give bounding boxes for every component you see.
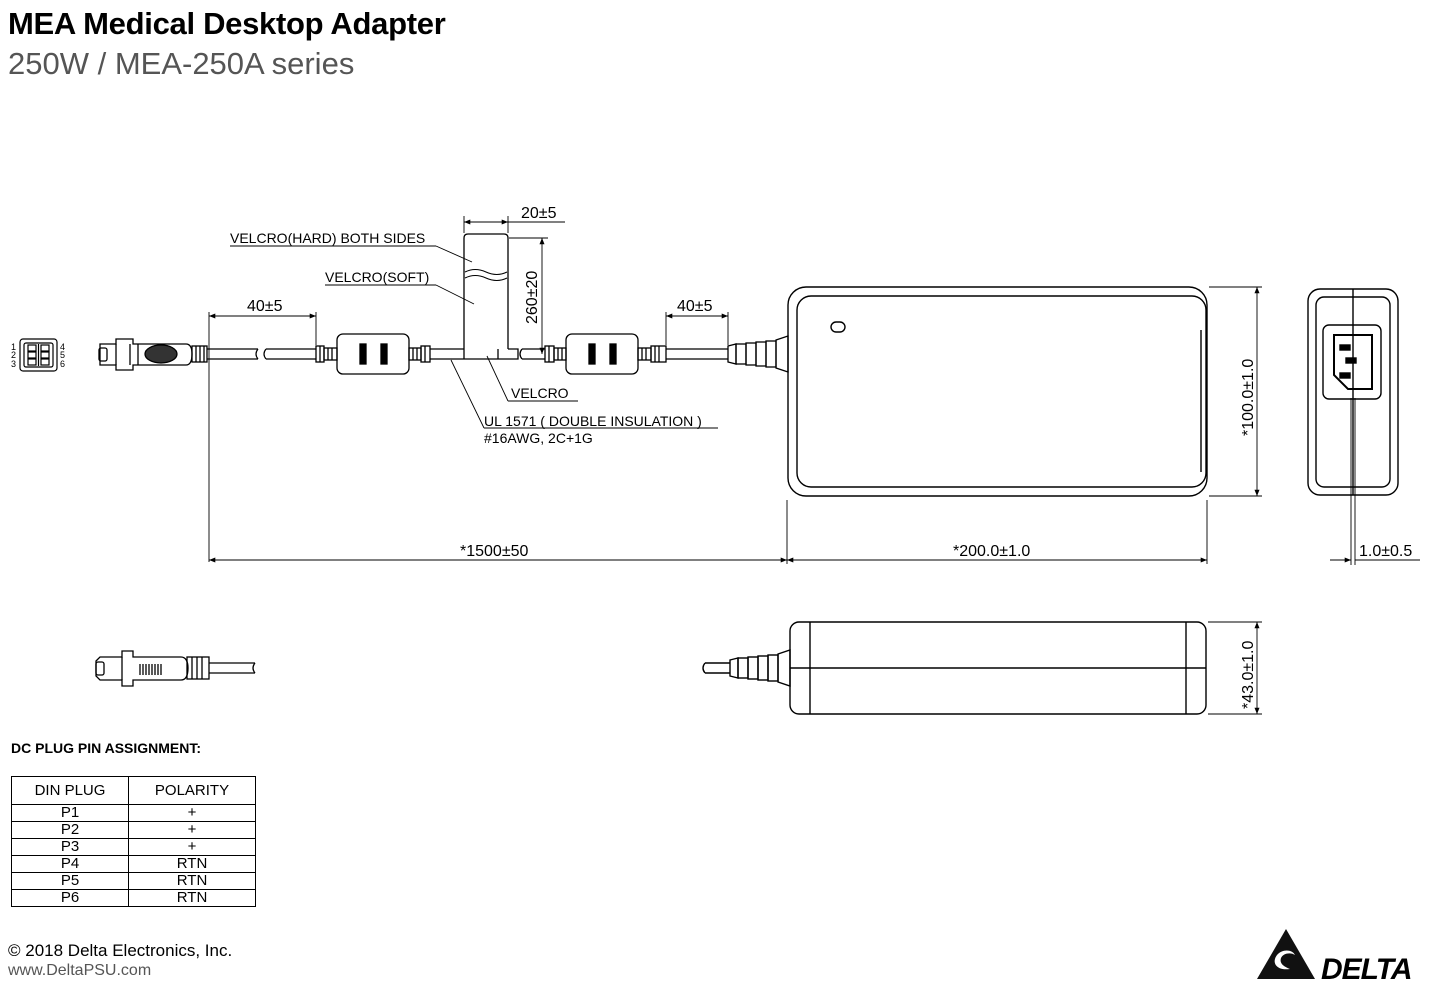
page-subtitle: 250W / MEA-250A series — [8, 46, 355, 81]
table-row: P3+ — [11, 838, 256, 856]
connector-face — [19, 338, 58, 372]
velcro-soft-label: VELCRO(SOFT) — [325, 269, 429, 285]
polarity-cell: RTN — [128, 889, 256, 907]
delta-logo: DELTA — [1257, 929, 1413, 982]
pin-number-1: 1 — [11, 342, 16, 352]
ferrite-core-left — [315, 333, 464, 375]
website-link[interactable]: www.DeltaPSU.com — [8, 962, 152, 979]
dc-plug-side — [95, 650, 256, 687]
pin-cell: P2 — [11, 821, 129, 839]
ferrite-right-dimension: 40±5 — [677, 298, 713, 315]
polarity-cell: RTN — [128, 872, 256, 890]
table-row: P2+ — [11, 821, 256, 839]
pin-number-4: 4 — [60, 342, 65, 352]
strap-length-dimension: 260±20 — [524, 271, 541, 324]
body-height-dimension: *43.0±1.0 — [1240, 641, 1257, 709]
pin-cell: P1 — [11, 804, 129, 822]
strain-relief-top — [727, 335, 789, 373]
ferrite-core-right — [544, 333, 728, 375]
velcro-hard-label: VELCRO(HARD) BOTH SIDES — [230, 230, 425, 246]
pin-cell: P3 — [11, 838, 129, 856]
velcro-strap — [463, 233, 545, 360]
pin-number-5: 5 — [60, 350, 65, 360]
column-header-din-plug: DIN PLUG — [11, 776, 129, 805]
cable-spec-label: UL 1571 ( DOUBLE INSULATION ) — [484, 413, 702, 429]
dimension-lines — [208, 216, 1420, 715]
polarity-cell: + — [128, 821, 256, 839]
polarity-cell: + — [128, 838, 256, 856]
polarity-cell: + — [128, 804, 256, 822]
pin-cell: P6 — [11, 889, 129, 907]
pin-cell: P4 — [11, 855, 129, 873]
polarity-cell: RTN — [128, 855, 256, 873]
dc-cable-top — [207, 348, 316, 360]
dc-plug-top — [98, 338, 208, 371]
body-length-dimension: *200.0±1.0 — [953, 543, 1030, 560]
ferrite-left-dimension: 40±5 — [247, 298, 283, 315]
adapter-body-top — [787, 286, 1208, 497]
cable-length-dimension: *1500±50 — [460, 543, 529, 560]
adapter-body-side — [702, 621, 1207, 715]
pin-number-6: 6 — [60, 359, 65, 369]
velcro-label: VELCRO — [511, 385, 569, 401]
delta-wordmark: DELTA — [1321, 953, 1412, 982]
body-width-dimension: *100.0±1.0 — [1240, 359, 1257, 436]
column-header-polarity: POLARITY — [128, 776, 256, 805]
table-row: P1+ — [11, 804, 256, 822]
pin-number-3: 3 — [11, 359, 16, 369]
adapter-end-view — [1307, 288, 1399, 496]
table-header-row: DIN PLUG POLARITY — [11, 776, 256, 805]
cable-gauge-label: #16AWG, 2C+1G — [484, 430, 593, 446]
strap-width-dimension: 20±5 — [521, 205, 557, 222]
delta-triangle-icon — [1257, 929, 1315, 979]
gap-dimension: 1.0±0.5 — [1359, 543, 1412, 560]
page-title: MEA Medical Desktop Adapter — [8, 6, 446, 41]
pin-number-2: 2 — [11, 350, 16, 360]
pin-cell: P5 — [11, 872, 129, 890]
pin-assignment-heading: DC PLUG PIN ASSIGNMENT: — [11, 740, 202, 756]
copyright-notice: © 2018 Delta Electronics, Inc. — [8, 941, 233, 960]
